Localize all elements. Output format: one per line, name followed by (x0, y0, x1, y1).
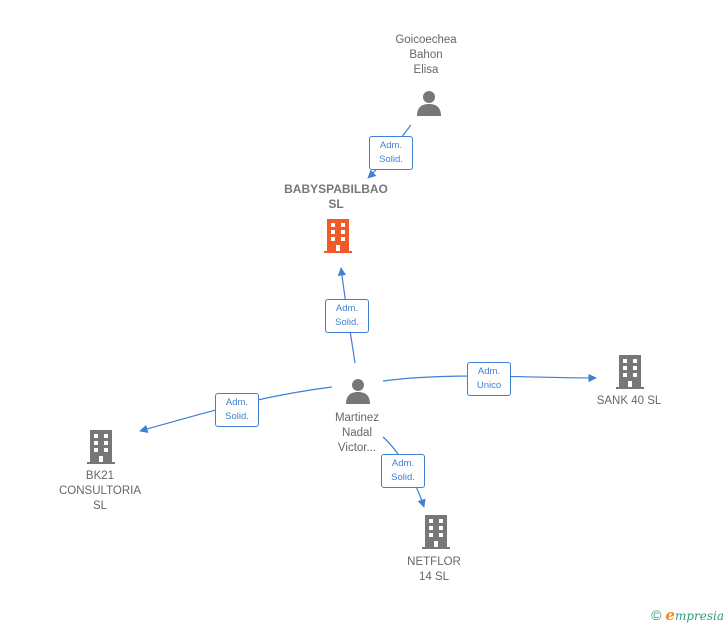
building-icon[interactable] (422, 515, 450, 549)
node-label-bk21[interactable]: BK21 CONSULTORIA SL (58, 470, 142, 512)
edge-label-martinez-to-bk21[interactable]: Adm. Solid. (215, 393, 259, 427)
building-icon[interactable] (616, 355, 644, 389)
edge-label-martinez-to-sank40[interactable]: Adm. Unico (467, 362, 511, 396)
footer-brand: © empresia (651, 606, 724, 624)
edge-label-martinez-to-babyspabilbao[interactable]: Adm. Solid. (325, 299, 369, 333)
copyright-icon: © (651, 607, 662, 623)
person-icon[interactable] (346, 379, 370, 404)
building-icon[interactable] (87, 430, 115, 464)
edge-label-goicoechea-to-babyspabilbao[interactable]: Adm. Solid. (369, 136, 413, 170)
edge-label-martinez-to-netflor[interactable]: Adm. Solid. (381, 454, 425, 488)
brand-logo[interactable]: empresia (665, 606, 724, 624)
node-label-martinez[interactable]: Martinez Nadal Victor... (334, 412, 380, 454)
node-label-netflor[interactable]: NETFLOR 14 SL (407, 556, 461, 583)
person-icon[interactable] (417, 91, 441, 116)
node-label-babyspabilbao[interactable]: BABYSPABILBAO SL (284, 182, 388, 211)
node-label-goicoechea[interactable]: Goicoechea Bahon Elisa (395, 34, 457, 76)
node-label-sank40[interactable]: SANK 40 SL (596, 395, 662, 407)
building-icon[interactable] (324, 219, 352, 253)
